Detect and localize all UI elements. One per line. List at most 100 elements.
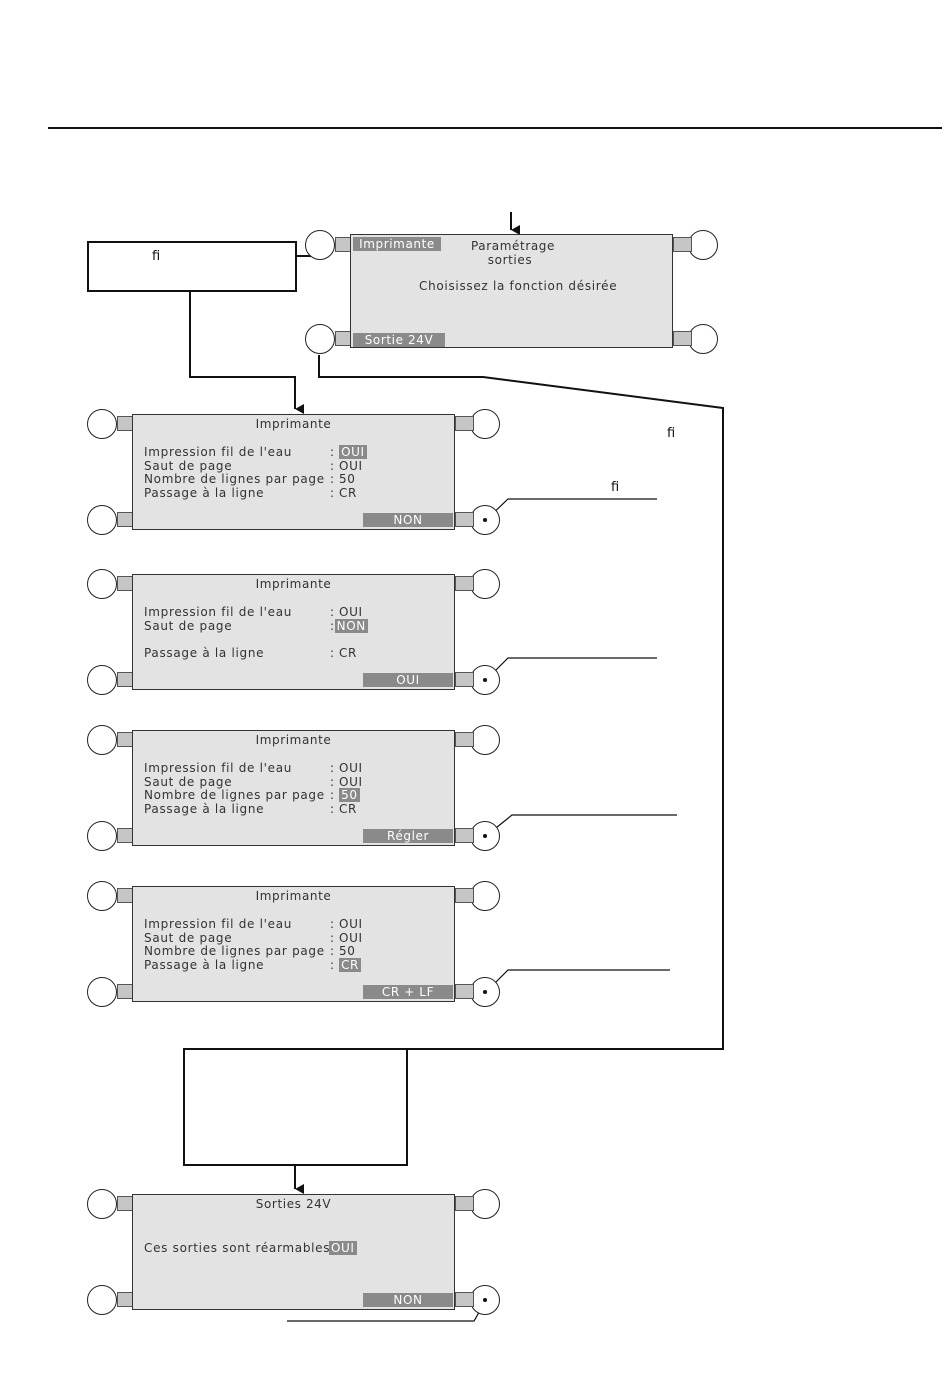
knob-bottom-right[interactable] [688,324,718,354]
connector-sortie [318,355,724,1050]
screen-title: Sorties 24V [255,1197,332,1211]
printer-screen-3: Imprimante Impression fil de l'eau : OUI… [87,725,502,852]
row-value: : 50 [330,472,356,486]
lcd-screen: Imprimante Impression fil de l'eau : OUI… [132,574,455,690]
knob-bottom-right[interactable] [470,821,500,851]
screen-title: Imprimante [255,889,332,903]
pointer-line-2 [485,657,657,681]
softkey-oui[interactable]: OUI [363,673,453,687]
row-value: : 50 [330,944,356,958]
bezel [455,1292,474,1307]
knob-top-right[interactable] [470,725,500,755]
printer-screen-1: Imprimante Impression fil de l'eau : OUI… [87,409,502,536]
knob-top-left[interactable] [305,230,335,260]
softkey-sortie-24v[interactable]: Sortie 24V [353,333,445,347]
row-value: : OUI [330,917,363,931]
row-value: : OUI [330,931,363,945]
softkey-regler[interactable]: Régler [363,829,453,843]
knob-dot [483,1298,487,1302]
knob-top-right[interactable] [470,1189,500,1219]
screen-title: Imprimante [255,733,332,747]
knob-bottom-left[interactable] [305,324,335,354]
knob-dot [483,518,487,522]
knob-dot [483,678,487,682]
bezel [455,672,474,687]
highlighted-value[interactable]: CR [339,958,361,972]
knob-top-right[interactable] [688,230,718,260]
knob-top-left[interactable] [87,881,117,911]
knob-bottom-right[interactable] [470,1285,500,1315]
fi-glyph: ﬁ [152,249,161,264]
row-value: : OUI [330,605,363,619]
softkey-imprimante[interactable]: Imprimante [353,237,441,251]
knob-dot [483,834,487,838]
row-label: Saut de page [144,459,233,473]
softkey-non[interactable]: NON [363,513,453,527]
row-label: Saut de page [144,619,233,633]
highlighted-value[interactable]: OUI [339,445,367,459]
row-value: : CR [330,958,361,972]
fi-glyph: ﬁ [611,480,620,495]
rearm-value: OUI [329,1241,357,1255]
softkey-non[interactable]: NON [363,1293,453,1307]
bezel [455,416,474,431]
knob-top-left[interactable] [87,725,117,755]
row-label: Nombre de lignes par page [144,472,325,486]
knob-bottom-right[interactable] [470,505,500,535]
knob-bottom-left[interactable] [87,977,117,1007]
screen-message: Choisissez la fonction désirée [419,279,618,293]
knob-top-left[interactable] [87,569,117,599]
outputs-24v-screen: Sorties 24V Ces sorties sont réarmables … [87,1189,502,1316]
connector-to-printer [189,290,304,414]
row-label: Passage à la ligne [144,486,265,500]
bezel [455,1196,474,1211]
knob-bottom-right[interactable] [470,977,500,1007]
screen-title: Imprimante [255,577,332,591]
knob-top-right[interactable] [470,881,500,911]
bezel [455,828,474,843]
screen-title: Paramétrage [471,239,556,253]
bezel [455,512,474,527]
bezel [673,331,692,346]
bezel [455,576,474,591]
highlighted-value[interactable]: NON [334,619,368,633]
pointer-line-4 [485,969,670,993]
row-value: : CR [330,486,357,500]
softkey-cr-lf[interactable]: CR + LF [363,985,453,999]
pointer-line-1 [485,498,657,521]
row-label: Passage à la ligne [144,802,265,816]
screen-subtitle: sorties [487,253,533,267]
main-selection-panel: Imprimante Paramétrage sorties Choisisse… [305,230,720,354]
knob-top-left[interactable] [87,409,117,439]
row-value: :NON [330,619,368,633]
knob-bottom-left[interactable] [87,1285,117,1315]
knob-bottom-right[interactable] [470,665,500,695]
row-value: : 50 [330,788,360,802]
pointer-line-3 [485,814,677,837]
row-label: Passage à la ligne [144,646,265,660]
lcd-screen: Imprimante Impression fil de l'eau : OUI… [132,886,455,1002]
row-label: Impression fil de l'eau [144,761,293,775]
row-value: : OUI [330,761,363,775]
row-label: Passage à la ligne [144,958,265,972]
row-label: Impression fil de l'eau [144,605,293,619]
top-rule [48,127,942,129]
knob-top-right[interactable] [470,409,500,439]
row-label: Nombre de lignes par page [144,944,325,958]
row-label: Impression fil de l'eau [144,445,293,459]
highlighted-value[interactable]: 50 [339,788,360,802]
row-label: Impression fil de l'eau [144,917,293,931]
highlighted-value[interactable]: OUI [329,1241,357,1255]
annotation-box-bottom [183,1048,408,1166]
knob-bottom-left[interactable] [87,821,117,851]
lcd-screen: Sorties 24V Ces sorties sont réarmables … [132,1194,455,1310]
annotation-box-top: ﬁ [87,241,297,292]
row-label: Saut de page [144,775,233,789]
knob-top-left[interactable] [87,1189,117,1219]
knob-top-right[interactable] [470,569,500,599]
knob-bottom-left[interactable] [87,665,117,695]
bezel [455,984,474,999]
printer-screen-2: Imprimante Impression fil de l'eau : OUI… [87,569,502,696]
knob-bottom-left[interactable] [87,505,117,535]
bezel [455,732,474,747]
